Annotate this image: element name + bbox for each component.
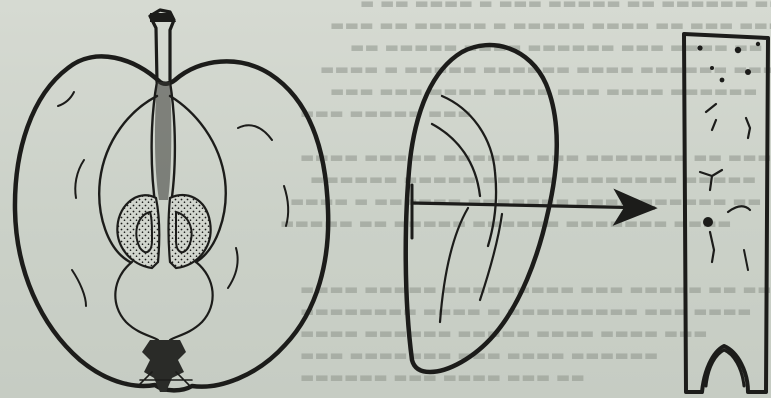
section-strip [684,34,768,392]
core-fill [155,82,171,200]
strip-mark-1 [706,104,716,130]
flesh-stroke-5 [72,270,86,306]
slice-outline [406,45,557,372]
flesh-stroke-6 [58,92,74,106]
strip-dot-2 [735,47,741,53]
apple-slice-side-view [406,45,654,372]
strip-mark-2 [746,118,750,138]
strip-mark-3 [700,170,722,190]
strip-dot-3 [756,42,760,46]
lower-core-right [170,262,213,340]
strip-outline [684,34,768,392]
strip-mark-5 [710,232,714,262]
slice-ridge-3 [440,208,468,322]
section-arrow [412,203,654,208]
strip-mark-6 [744,250,748,270]
stem-top [150,13,176,22]
strip-mark-4 [728,206,750,212]
slice-ridge-2 [432,124,480,196]
flesh-stroke-4 [75,160,84,198]
flesh-stroke-3 [228,248,238,288]
apple-cross-section [15,10,328,392]
slice-ridge-4 [480,214,502,300]
lower-core-left [115,262,158,340]
slice-ridge-1 [442,96,496,246]
flesh-stroke-2 [284,186,288,226]
strip-dot-5 [745,69,751,75]
strip-dot-6 [720,78,725,83]
strip-dot-7 [703,217,713,227]
flesh-stroke-1 [238,125,272,140]
strip-dot-4 [710,66,714,70]
strip-dot-1 [697,45,702,50]
